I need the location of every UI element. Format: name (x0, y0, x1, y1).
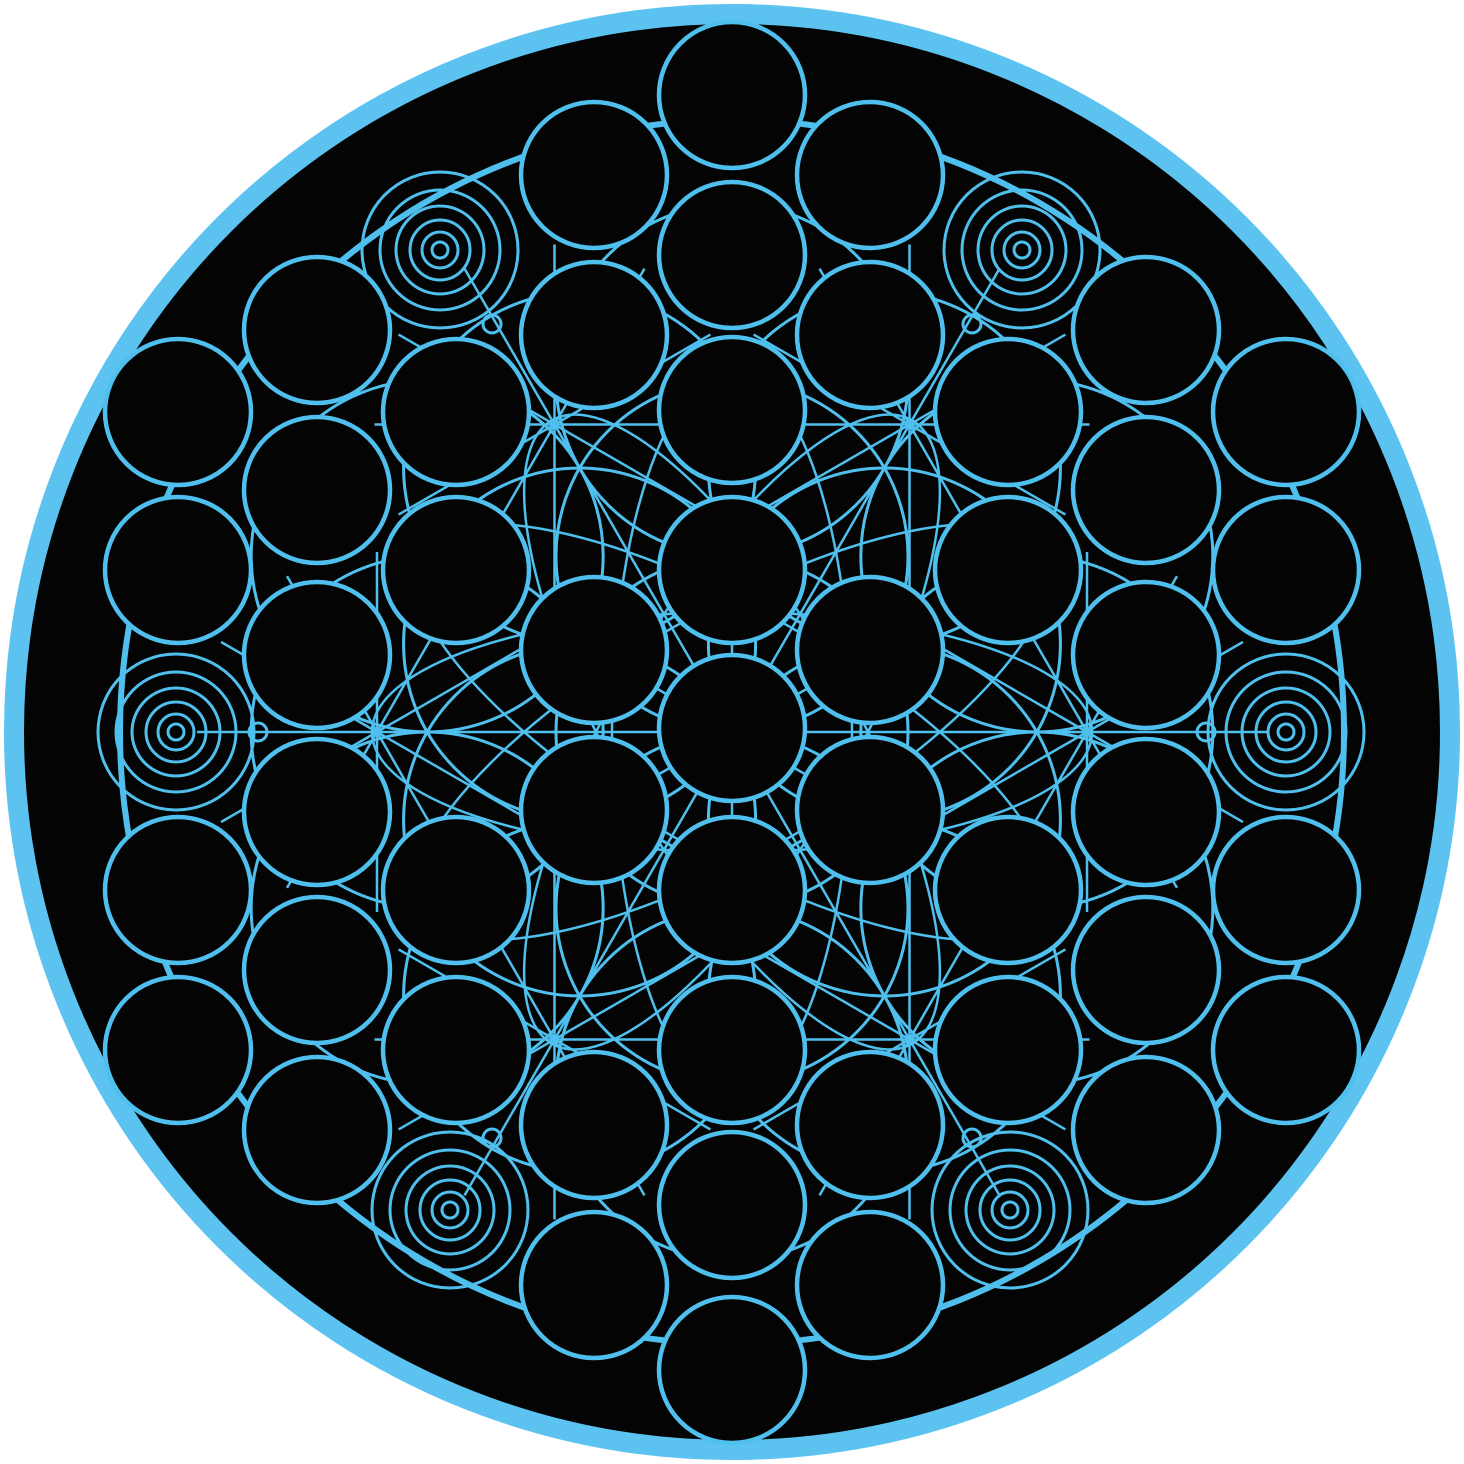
foreground-circle (241, 736, 393, 888)
concentric-ring (378, 188, 502, 312)
spoke-line (930, 730, 1088, 824)
foreground-circle (241, 254, 393, 406)
spoke-line (818, 882, 911, 1041)
foreground-circle (1210, 336, 1362, 488)
foreground-circle (794, 1209, 946, 1361)
concentric-ring (388, 1148, 512, 1272)
concentric-ring (1000, 1200, 1020, 1220)
foreground-circle (794, 574, 946, 726)
foreground-circle (932, 336, 1084, 488)
foreground-circle (932, 814, 1084, 966)
spoke-line (930, 640, 1088, 734)
foreground-circle (518, 1209, 670, 1361)
concentric-ring (418, 1178, 482, 1242)
foreground-circle (1210, 494, 1362, 646)
concentric-ring (964, 1164, 1056, 1256)
foreground-circle (656, 652, 808, 804)
foreground-circle (794, 734, 946, 886)
foreground-circle (518, 259, 670, 411)
concentric-ring (166, 722, 186, 742)
spoke-line (752, 948, 911, 1041)
foreground-circle (241, 1054, 393, 1206)
foreground-circle (656, 1294, 808, 1446)
concentric-ring (408, 218, 472, 282)
foreground-circle (794, 99, 946, 251)
spoke-line (553, 882, 646, 1041)
concentric-ring (420, 230, 460, 270)
concentric-ring (430, 240, 450, 260)
spoke-line (463, 268, 556, 426)
foreground-circle (1070, 894, 1222, 1046)
spoke-line (376, 640, 534, 734)
concentric-ring (1276, 722, 1296, 742)
foreground-circle (794, 259, 946, 411)
foreground-circle (380, 814, 532, 966)
foreground-circle (518, 1049, 670, 1201)
concentric-ring (430, 1190, 470, 1230)
spoke-line (908, 268, 1001, 426)
concentric-ring (360, 170, 520, 330)
concentric-ring (1012, 240, 1032, 260)
foreground-circle (656, 19, 808, 171)
foreground-circle (102, 974, 254, 1126)
foreground-circle (102, 814, 254, 966)
foreground-circle (102, 494, 254, 646)
foreground-circle (656, 1129, 808, 1281)
foreground-circle (1070, 414, 1222, 566)
spoke-line (553, 423, 712, 516)
foreground-circle (518, 574, 670, 726)
foreground-circle (656, 974, 808, 1126)
foreground-circle (932, 974, 1084, 1126)
concentric-ring (990, 218, 1054, 282)
concentric-ring (1266, 712, 1306, 752)
concentric-ring (942, 170, 1102, 330)
foreground-circle (102, 336, 254, 488)
foreground-circle (1070, 254, 1222, 406)
concentric-ring (440, 1200, 460, 1220)
spoke-line (553, 423, 646, 582)
foreground-circle (380, 336, 532, 488)
foreground-circle (380, 974, 532, 1126)
spoke-line (818, 423, 911, 582)
concentric-ring (976, 204, 1068, 296)
foreground-circle (241, 414, 393, 566)
concentric-ring (394, 204, 486, 296)
concentric-ring (960, 188, 1084, 312)
spoke-line (908, 1038, 1001, 1196)
foreground-circle (656, 334, 808, 486)
foreground-circle (1070, 579, 1222, 731)
foreground-circle (1070, 1054, 1222, 1206)
foreground-circle-grid (102, 19, 1362, 1446)
foreground-circle (656, 494, 808, 646)
foreground-circle (1210, 974, 1362, 1126)
foreground-circle (1210, 814, 1362, 966)
spoke-line (463, 1038, 556, 1196)
concentric-ring (1002, 230, 1042, 270)
concentric-ring (404, 1164, 496, 1256)
concentric-ring (990, 1190, 1030, 1230)
foreground-circle (380, 494, 532, 646)
concentric-ring (978, 1178, 1042, 1242)
foreground-circle (656, 179, 808, 331)
foreground-circle (1070, 736, 1222, 888)
foreground-circle (932, 494, 1084, 646)
spoke-line (752, 423, 911, 516)
foreground-circle (518, 734, 670, 886)
foreground-circle (656, 814, 808, 966)
foreground-circle (241, 579, 393, 731)
concentric-ring (370, 1130, 530, 1290)
foreground-circle (794, 1049, 946, 1201)
concentric-ring (948, 1148, 1072, 1272)
spoke-line (553, 948, 712, 1041)
concentric-ring (930, 1130, 1090, 1290)
foreground-circle (241, 894, 393, 1046)
foreground-circle (518, 99, 670, 251)
spoke-line (376, 730, 534, 824)
concentric-ring (156, 712, 196, 752)
